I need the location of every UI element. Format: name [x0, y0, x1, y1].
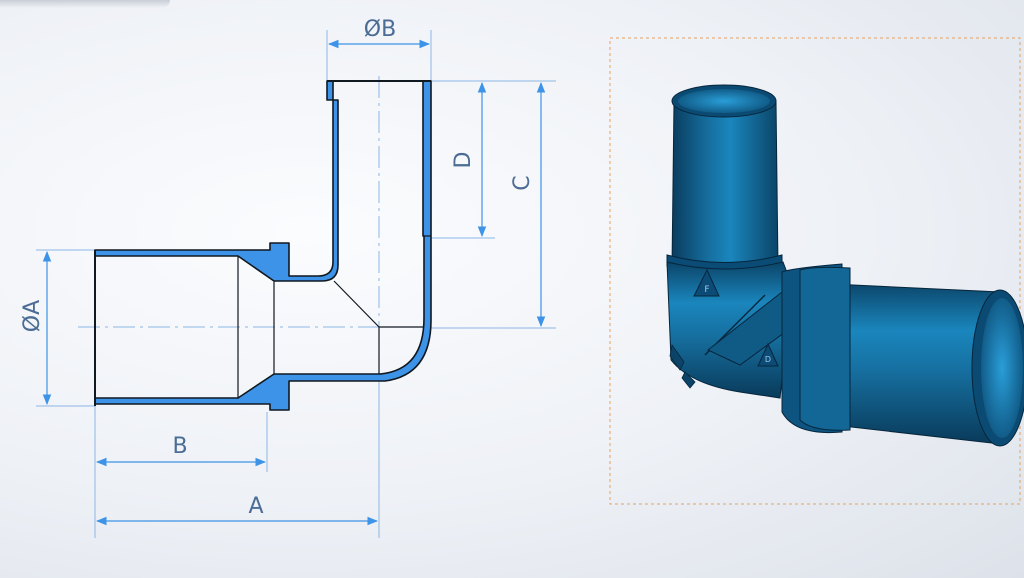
dim-label-phi-b: ØB — [364, 17, 396, 42]
pipe-wall-section — [94, 80, 432, 411]
extension-lines — [36, 30, 556, 538]
dim-label-phi-a: ØA — [20, 300, 45, 332]
center-lines — [78, 76, 420, 400]
section-drawing: ØA ØB D C B A — [20, 17, 556, 538]
elbow-fitting-3d: F D — [666, 84, 1024, 447]
dimension-lines — [42, 39, 546, 526]
section-outlines — [94, 80, 431, 406]
dim-label-b: B — [172, 434, 187, 459]
svg-text:F: F — [704, 285, 709, 295]
dim-label-a: A — [248, 494, 263, 519]
badge-d: D — [757, 342, 779, 367]
render-view: F D — [609, 37, 1024, 505]
dim-label-c: C — [510, 175, 535, 190]
svg-text:D: D — [765, 355, 771, 364]
badge-f: F — [693, 268, 720, 297]
render-frame — [609, 37, 1021, 505]
dim-label-d: D — [451, 152, 476, 169]
top-shadow — [0, 0, 170, 8]
